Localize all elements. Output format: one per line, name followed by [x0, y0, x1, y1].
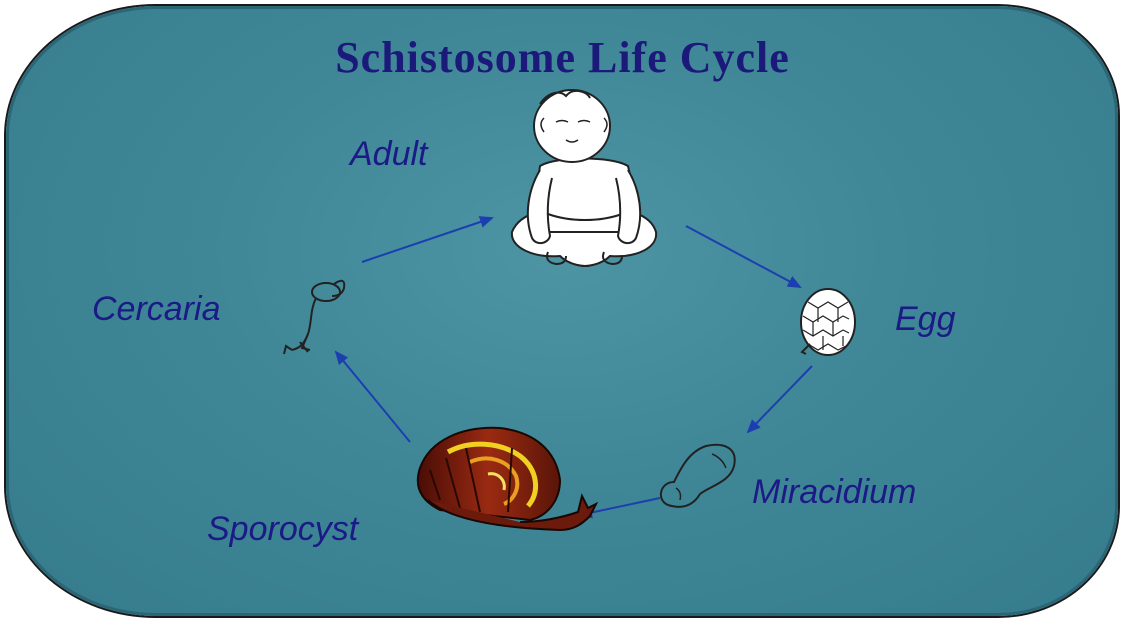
snail-icon	[418, 428, 596, 530]
miracidium-icon	[661, 445, 735, 507]
stage-label-sporocyst: Sporocyst	[207, 510, 358, 549]
arrow-cercaria-to-adult	[362, 218, 492, 262]
cercaria-icon	[284, 281, 344, 354]
stage-label-egg: Egg	[895, 300, 956, 339]
seated-child-icon	[512, 90, 656, 266]
stage-label-cercaria: Cercaria	[92, 290, 220, 329]
arrow-sporocyst-to-cercaria	[336, 352, 410, 442]
arrow-adult-to-egg	[686, 226, 800, 287]
arrow-egg-to-miracidium	[748, 366, 812, 432]
stage-label-adult: Adult	[350, 135, 428, 174]
egg-icon	[801, 289, 855, 355]
stage-label-miracidium: Miracidium	[752, 473, 916, 512]
